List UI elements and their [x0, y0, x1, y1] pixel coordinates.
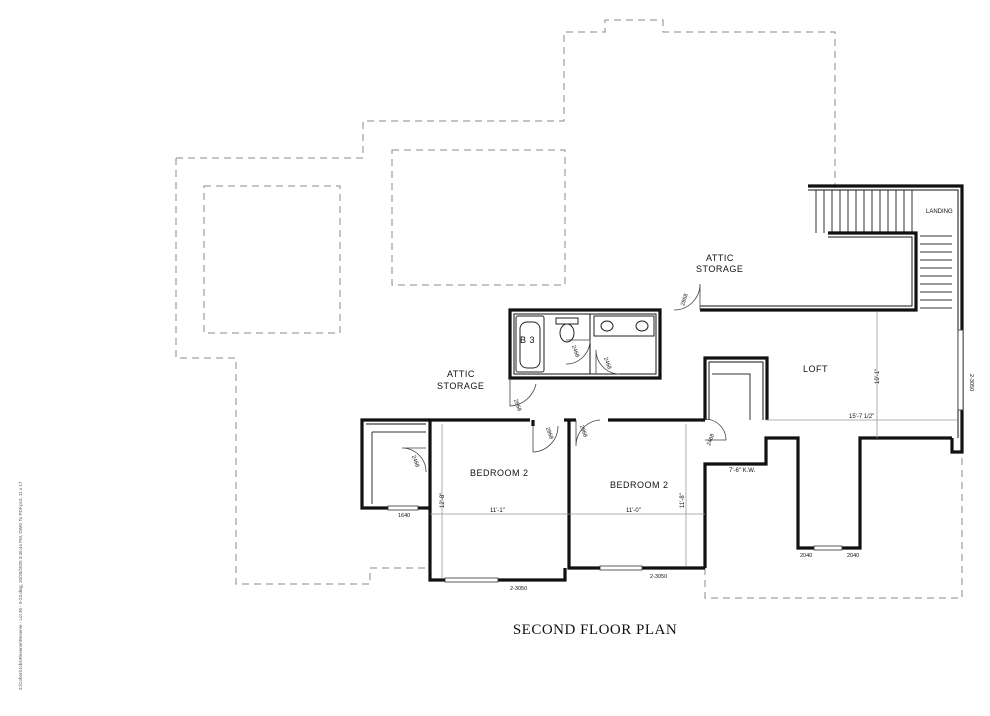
- room-labels: BEDROOM 2 BEDROOM 2 LOFT B 3 ATTIC STORA…: [437, 209, 953, 490]
- attic-upper-line2: STORAGE: [696, 264, 743, 274]
- bed-right-depth: 11'-8": [680, 493, 686, 508]
- walkin-dim: 7'-6" K.W.: [729, 468, 756, 474]
- door-swings: [401, 283, 727, 473]
- door-bath-b: 2468: [602, 357, 612, 371]
- window-bed-right: 2-3050: [650, 574, 667, 580]
- loft-label: LOFT: [803, 364, 828, 374]
- bedroom-right-label: BEDROOM 2: [610, 480, 669, 490]
- bath-label: B 3: [520, 335, 535, 345]
- dimension-lines: [430, 312, 958, 578]
- window-closet: 1640: [398, 513, 410, 519]
- loft-depth: 10'-1": [875, 369, 881, 384]
- door-attic-lower: 2868: [512, 399, 522, 413]
- file-path-note: Z:\Cobert\Jobs\Reserve\Reserve - Lot 36 …: [18, 481, 23, 690]
- window-bed-left: 2-3050: [510, 586, 527, 592]
- bed-left-width: 11'-1": [490, 508, 505, 514]
- door-attic-upper: 2868: [680, 293, 689, 307]
- window-loft-b: 2040: [847, 553, 859, 559]
- attic-upper-line1: ATTIC: [706, 253, 734, 263]
- opening-labels: 2-3050 2-3050 2-3050 2040 2040 1640 2868…: [398, 293, 974, 592]
- door-bed-left: 2868: [544, 427, 554, 441]
- door-closet-left: 2468: [410, 455, 420, 469]
- dimension-labels: 11'-1" 11'-0" 15'-7 1/2" 7'-6" K.W. 12'-…: [440, 369, 881, 514]
- landing-label: LANDING: [926, 209, 953, 215]
- attic-lower-line2: STORAGE: [437, 381, 484, 391]
- window-loft-right: 2-3050: [968, 374, 974, 391]
- window-loft-a: 2040: [800, 553, 812, 559]
- door-bed-right: 2868: [578, 425, 588, 439]
- bedroom-left-label: BEDROOM 2: [470, 468, 529, 478]
- window-marks: [387, 329, 964, 583]
- door-bath-a: 2468: [570, 345, 580, 359]
- door-walkin: 2468: [706, 433, 716, 447]
- attic-lower-line1: ATTIC: [447, 369, 475, 379]
- bed-left-depth: 12'-8": [440, 493, 446, 508]
- bath-fixtures: [515, 315, 655, 373]
- loft-width: 15'-7 1/2": [849, 414, 874, 420]
- bed-right-width: 11'-0": [626, 508, 641, 514]
- plan-title: SECOND FLOOR PLAN: [512, 622, 678, 638]
- stair-treads: [808, 189, 952, 309]
- roof-outline: [175, 19, 963, 599]
